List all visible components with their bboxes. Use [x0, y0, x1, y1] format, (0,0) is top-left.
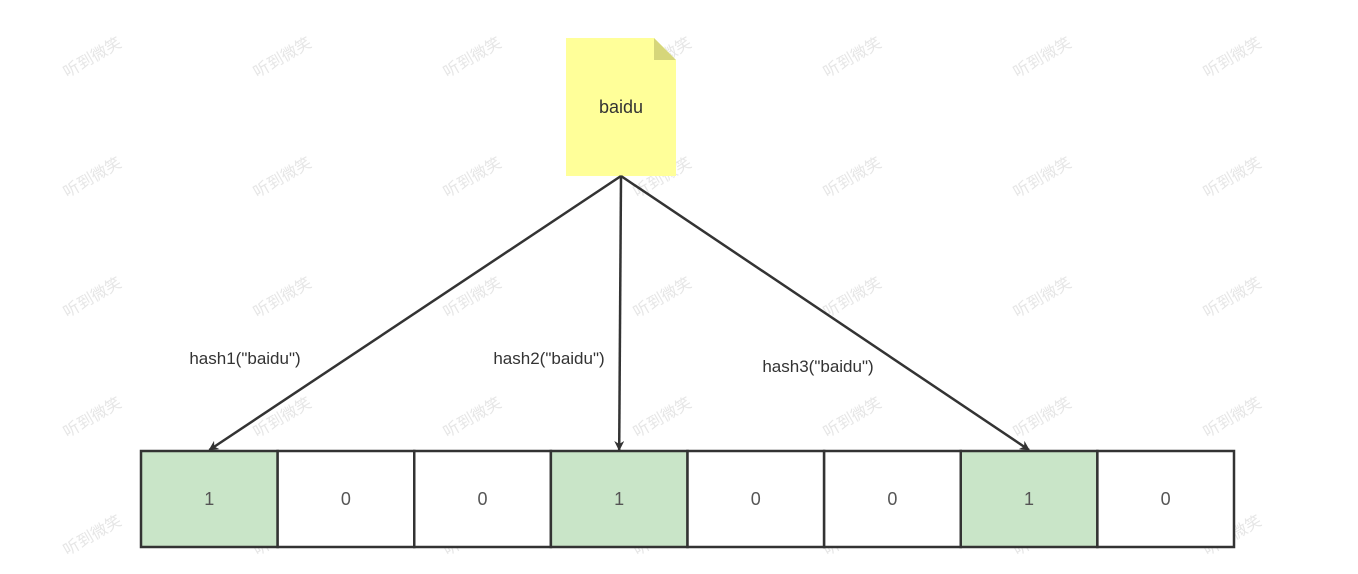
- hash-arrow: [614, 175, 625, 451]
- watermark-text: 听到微笑: [1010, 33, 1075, 81]
- watermark-text: 听到微笑: [1200, 393, 1265, 441]
- watermark-text: 听到微笑: [1200, 273, 1265, 321]
- bit-cell-value: 0: [887, 489, 897, 509]
- document-fold: [654, 38, 676, 60]
- bit-cell-box: [276, 449, 416, 549]
- document-label: baidu: [599, 97, 643, 117]
- watermark-text: 听到微笑: [820, 273, 885, 321]
- bit-cell-box: [413, 449, 553, 549]
- hash-label: hash3("baidu"): [762, 357, 873, 376]
- bit-cell: 1: [139, 449, 279, 549]
- bit-cell-value: 1: [204, 489, 214, 509]
- bit-cell-box: [686, 449, 826, 549]
- watermark-text: 听到微笑: [250, 153, 315, 201]
- hash-arrow: [620, 174, 1030, 452]
- watermark-text: 听到微笑: [440, 33, 505, 81]
- bit-cell-box: [822, 449, 962, 549]
- document-node: baidu: [566, 38, 676, 176]
- document-shape: [566, 38, 676, 176]
- watermark-text: 听到微笑: [1010, 153, 1075, 201]
- bit-cell-value: 0: [751, 489, 761, 509]
- bit-cell: 0: [413, 449, 553, 549]
- hash-arrows: [208, 174, 1030, 452]
- bit-cell-value: 0: [478, 489, 488, 509]
- watermark-text: 听到微笑: [60, 33, 125, 81]
- watermark-text: 听到微笑: [630, 273, 695, 321]
- watermark-text: 听到微笑: [820, 153, 885, 201]
- watermark-text: 听到微笑: [1010, 273, 1075, 321]
- bit-cell-value: 0: [1161, 489, 1171, 509]
- watermark-text: 听到微笑: [60, 273, 125, 321]
- watermark-text: 听到微笑: [250, 33, 315, 81]
- watermark-text: 听到微笑: [60, 511, 125, 559]
- watermark-text: 听到微笑: [440, 393, 505, 441]
- bit-cell-box: [549, 449, 689, 549]
- watermark-text: 听到微笑: [820, 33, 885, 81]
- bit-cell-box: [959, 449, 1099, 549]
- bit-cell-box: [1096, 449, 1236, 549]
- watermark-text: 听到微笑: [60, 393, 125, 441]
- bit-array: 1 0 0 1 0 0 1 0: [139, 449, 1236, 549]
- watermark-text: 听到微笑: [630, 393, 695, 441]
- watermark-text: 听到微笑: [60, 153, 125, 201]
- bit-cell: 0: [822, 449, 962, 549]
- watermark-text: 听到微笑: [440, 153, 505, 201]
- bit-cell: 0: [1096, 449, 1236, 549]
- bit-cell: 1: [959, 449, 1099, 549]
- bit-cell: 1: [549, 449, 689, 549]
- watermark-text: 听到微笑: [820, 393, 885, 441]
- watermark-text: 听到微笑: [250, 273, 315, 321]
- watermark-text: 听到微笑: [1200, 153, 1265, 201]
- bit-cell: 0: [276, 449, 416, 549]
- hash-labels: hash1("baidu") hash2("baidu") hash3("baidu…: [189, 349, 873, 376]
- watermark-text: 听到微笑: [1010, 393, 1075, 441]
- bit-cell-value: 0: [341, 489, 351, 509]
- hash-arrow: [208, 174, 622, 452]
- bit-cell-value: 1: [1024, 489, 1034, 509]
- hash-label: hash2("baidu"): [493, 349, 604, 368]
- watermark-text: 听到微笑: [1200, 33, 1265, 81]
- watermark-text: 听到微笑: [440, 273, 505, 321]
- bit-cell-value: 1: [614, 489, 624, 509]
- bit-cell: 0: [686, 449, 826, 549]
- hash-label: hash1("baidu"): [189, 349, 300, 368]
